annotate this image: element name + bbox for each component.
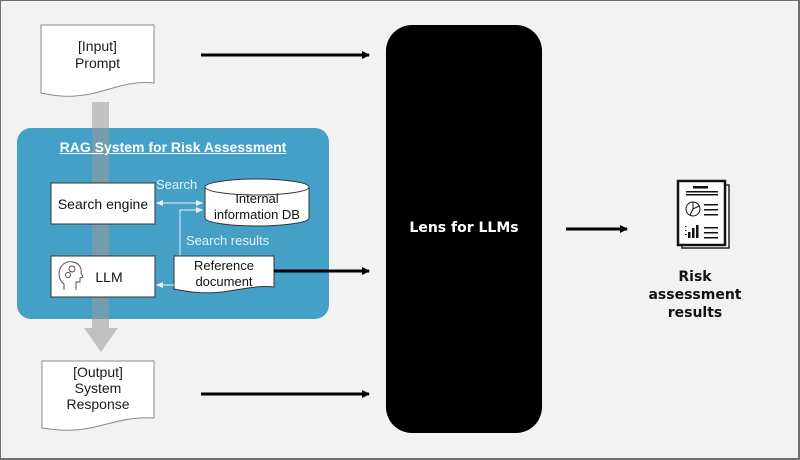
llm-box: [50, 255, 156, 298]
reference-document: Reference document: [174, 258, 274, 291]
input-document-shape: [40, 24, 155, 97]
report-document-icon: [676, 179, 730, 249]
output-document: [Output] System Response: [42, 364, 154, 412]
search-label: Search: [156, 177, 198, 192]
input-document: [Input] Prompt: [41, 38, 154, 72]
search-results-label: Search results: [186, 233, 270, 248]
response-label: Response: [66, 396, 130, 413]
lens-label: Lens for LLMs: [409, 220, 519, 236]
search-engine-box: [50, 182, 156, 225]
results-line1: Risk: [678, 269, 712, 285]
results-line2: assessment: [648, 287, 742, 304]
system-label: System: [74, 380, 122, 397]
results-label: Risk assessment results: [640, 268, 750, 323]
lens-box: [386, 25, 542, 433]
database-label-line1: Internal: [235, 191, 279, 206]
reference-label-line1: Reference: [194, 258, 254, 273]
prompt-label: Prompt: [74, 54, 121, 71]
output-label: [Output]: [73, 364, 123, 380]
reference-document-shape: [173, 255, 275, 294]
search-results-arrow: [179, 207, 203, 257]
reference-label-line2: document: [195, 274, 253, 290]
input-label: [Input]: [78, 38, 117, 54]
database-label-line2: information DB: [214, 207, 300, 223]
llm-label: LLM: [95, 269, 123, 285]
results-line3: results: [667, 305, 723, 322]
search-engine-label: Search engine: [57, 196, 149, 212]
database-label: Internal information DB: [205, 191, 309, 224]
brain-gear-head-icon: [58, 261, 84, 290]
rag-system-title: RAG System for Risk Assessment: [59, 139, 287, 155]
database-cylinder: [204, 178, 310, 227]
output-document-shape: [41, 360, 155, 431]
